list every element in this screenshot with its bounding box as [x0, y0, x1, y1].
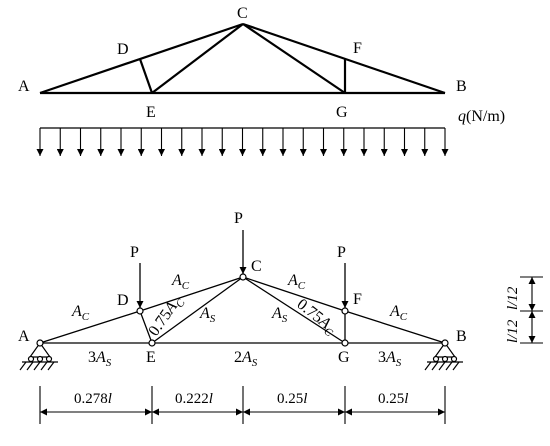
height-dimensions — [520, 276, 543, 344]
support-a — [19, 339, 58, 371]
label-eg: 2AS — [234, 349, 258, 369]
dim-label-2: 0.222l — [175, 391, 213, 407]
top-node-f: F — [353, 40, 362, 57]
top-node-b: B — [456, 78, 467, 95]
top-member-cb — [242, 22, 446, 95]
node-c: C — [251, 258, 262, 275]
top-node-a: A — [18, 78, 30, 95]
dim-label-1: 0.278l — [74, 391, 112, 407]
load-label-left: P — [130, 244, 139, 261]
member-ad — [39, 310, 141, 344]
top-node-c: C — [237, 5, 248, 22]
load-label-right: P — [337, 244, 346, 261]
member-fb — [344, 310, 446, 344]
joint-e — [148, 339, 156, 347]
member-ec — [151, 276, 244, 344]
distributed-load — [36, 127, 449, 156]
dim-label-3: 0.25l — [277, 391, 307, 407]
node-e: E — [146, 349, 156, 366]
joints — [136, 273, 349, 347]
node-d: D — [117, 292, 129, 309]
dim-label-4: 0.25l — [378, 391, 408, 407]
member-dc — [139, 276, 244, 312]
member-labels: AC AC AC AC AS AS 0.75AC 0.75AC 3AS 2AS … — [71, 272, 408, 369]
height-label-lower: l/12 — [505, 319, 521, 343]
joint-d — [136, 307, 144, 315]
top-member-de — [138, 58, 154, 94]
member-cf — [242, 276, 346, 312]
top-member-cg — [242, 23, 346, 94]
joint-c — [239, 273, 247, 281]
distributed-load-label: q(N/m) — [458, 108, 505, 125]
point-loads — [136, 230, 349, 308]
node-g: G — [338, 349, 350, 366]
load-label-center: P — [234, 210, 243, 227]
top-truss — [39, 22, 446, 95]
top-member-ec — [151, 23, 244, 94]
node-f: F — [353, 291, 362, 308]
label-de: 0.75AC — [145, 292, 188, 341]
height-label-upper: l/12 — [505, 286, 521, 310]
top-node-e: E — [146, 104, 156, 121]
top-node-labels: A B C D E F G — [18, 5, 467, 121]
support-b — [424, 339, 463, 371]
label-dc: AC — [171, 272, 190, 292]
label-ec: AS — [199, 305, 216, 325]
top-node-d: D — [117, 41, 129, 58]
label-fg: 0.75AC — [292, 296, 340, 340]
bottom-node-labels: A B C D E F G — [18, 258, 467, 366]
label-fb: AC — [389, 303, 408, 323]
label-cf: AC — [287, 272, 306, 292]
bottom-truss — [39, 276, 446, 344]
member-cg — [242, 276, 346, 344]
label-ae: 3AS — [88, 349, 112, 369]
span-dimensions — [39, 386, 446, 424]
top-member-ac — [39, 22, 244, 95]
node-a: A — [18, 328, 30, 345]
node-b: B — [456, 328, 467, 345]
joint-g — [341, 339, 349, 347]
label-cg: AS — [271, 305, 288, 325]
member-de — [139, 310, 153, 344]
top-node-g: G — [336, 104, 348, 121]
joint-f — [341, 307, 349, 315]
label-ad: AC — [71, 303, 90, 323]
label-gb: 3AS — [378, 349, 402, 369]
